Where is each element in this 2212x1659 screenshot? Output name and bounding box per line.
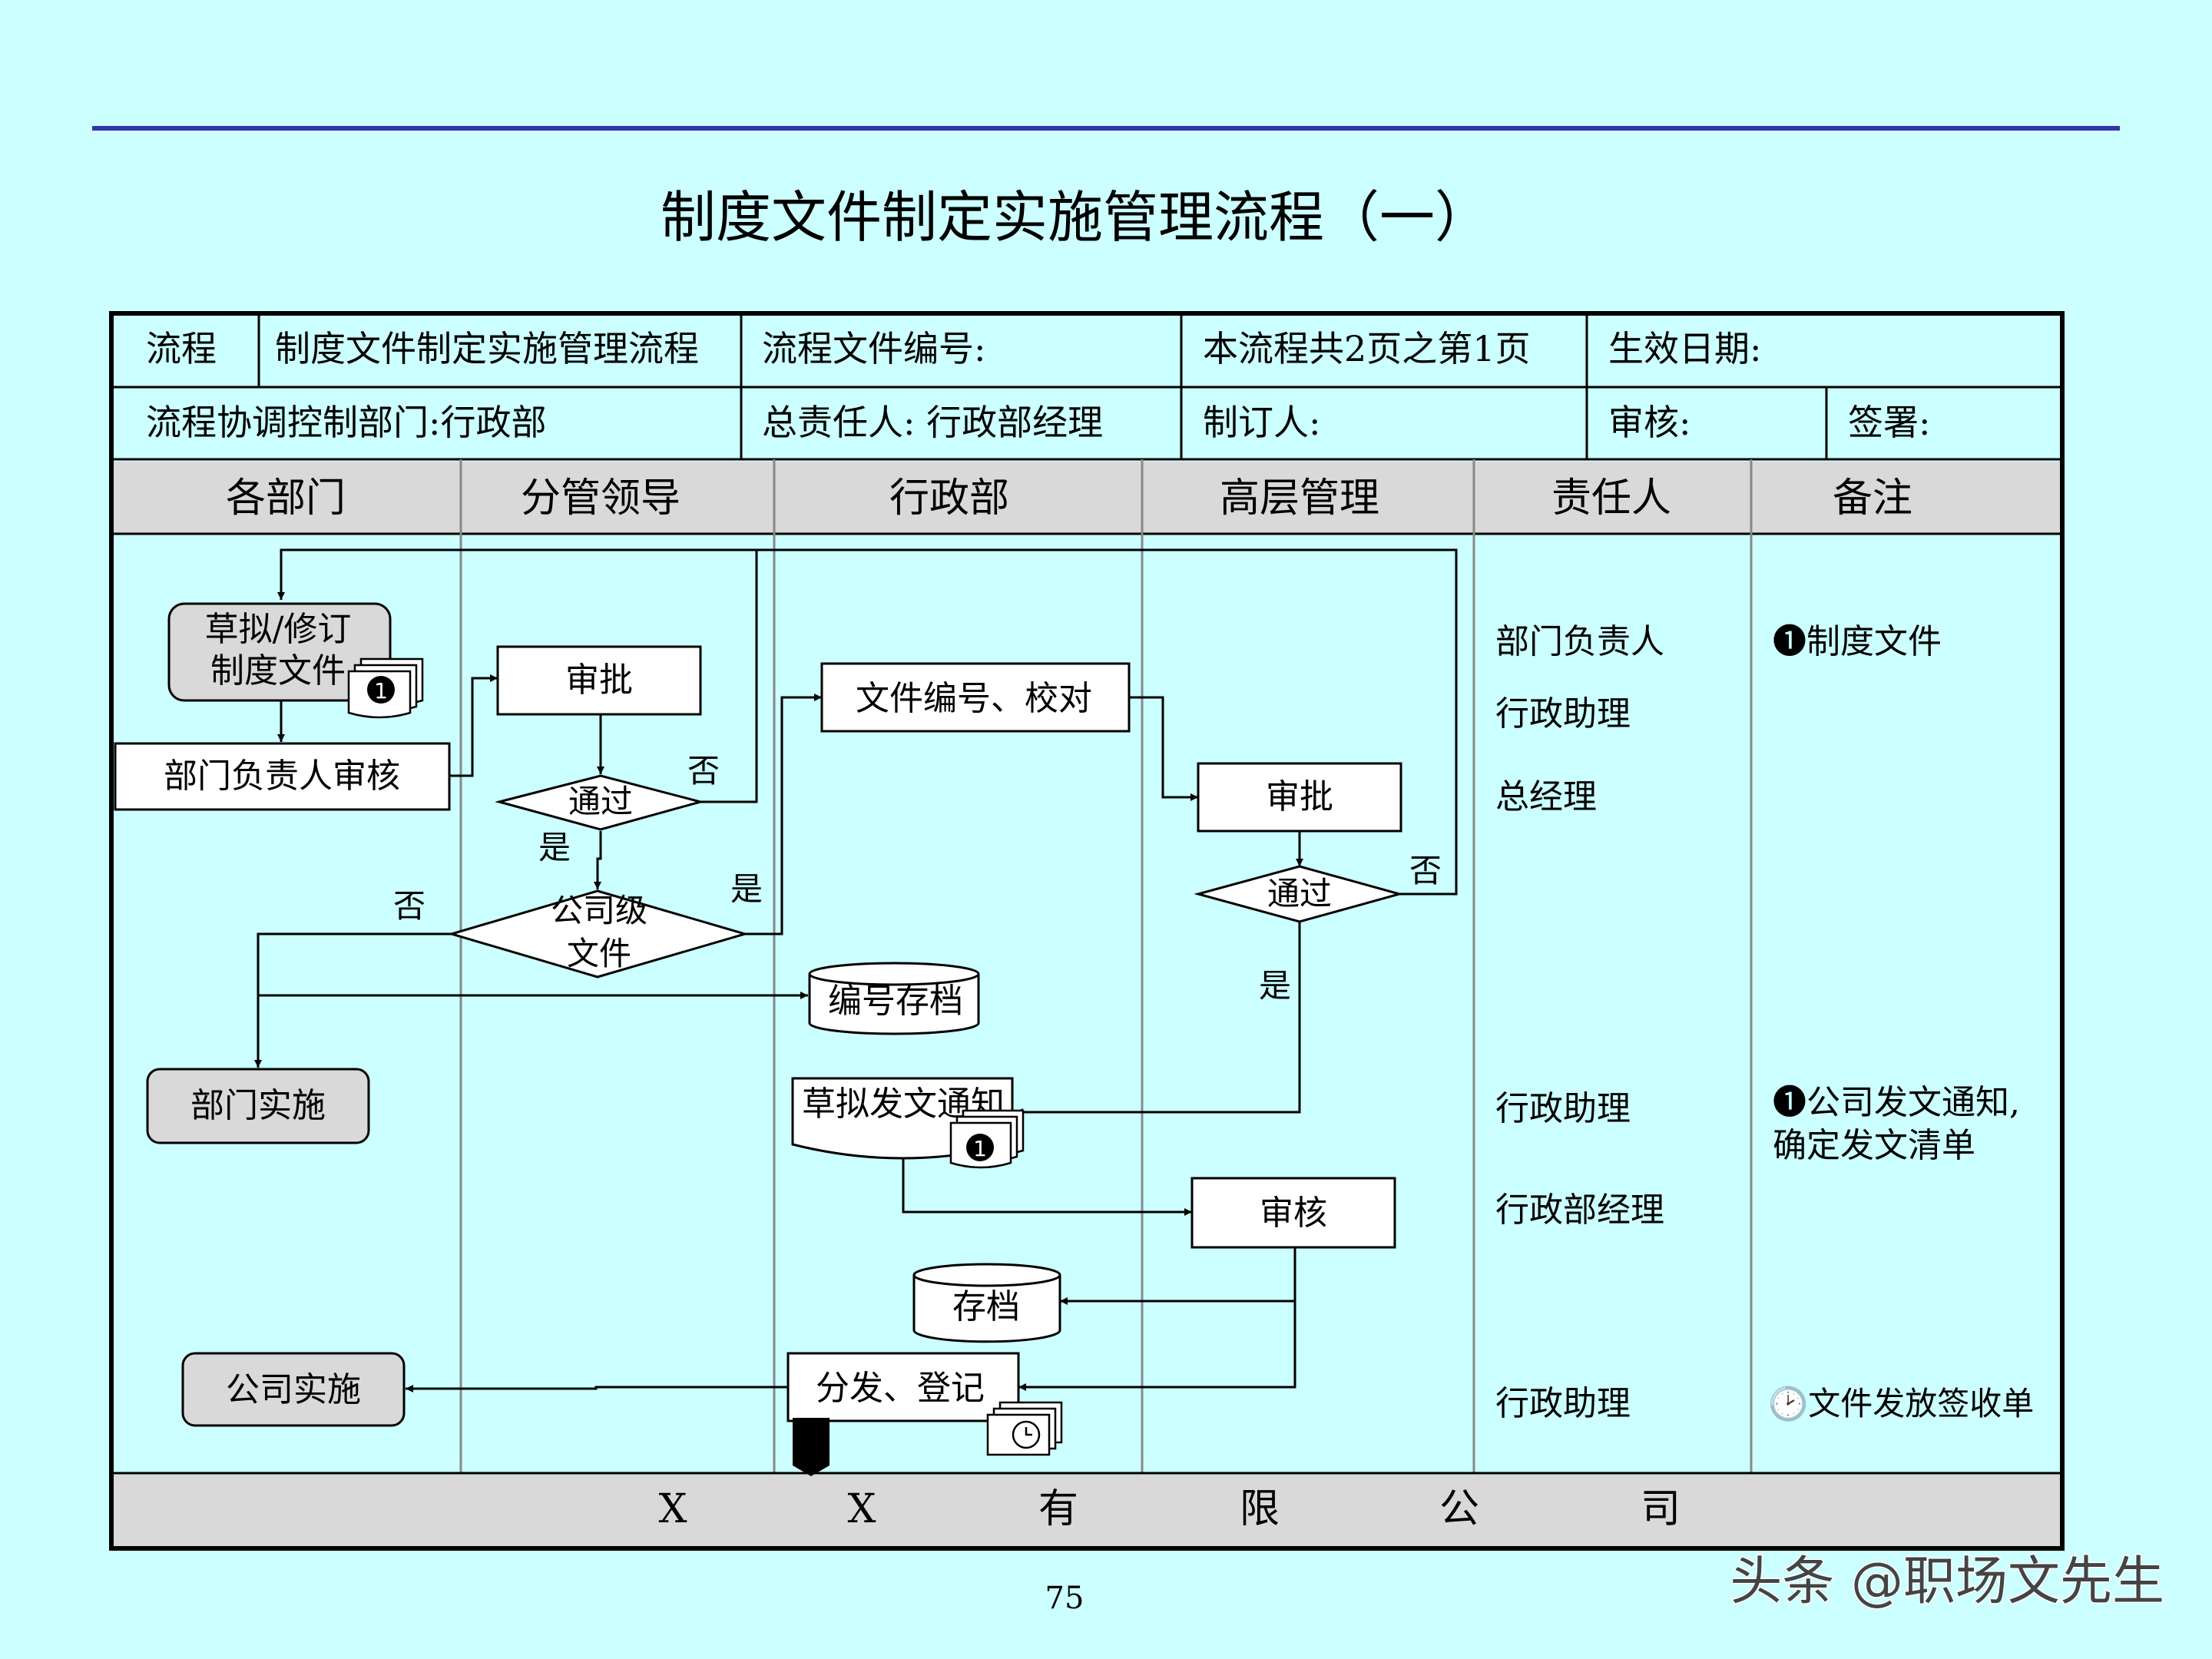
responsible-1: 部门负责人	[1495, 622, 1664, 661]
column-header-senior-mgmt: 高层管理	[1220, 475, 1379, 522]
header-coord-dept: 流程协调控制部门:行政部	[146, 402, 547, 443]
archive-cylinder	[912, 1263, 1061, 1343]
remark-2a: ❶公司发文通知,	[1773, 1083, 2020, 1122]
archive-number-cylinder	[808, 962, 980, 1035]
company-level-yes-label: 是	[730, 870, 763, 908]
company-level-no-label: 否	[393, 887, 426, 925]
footer-char-5: 公	[1439, 1486, 1479, 1532]
column-header-admin: 行政部	[889, 475, 1009, 522]
footer-char-6: 司	[1641, 1486, 1681, 1532]
company-level-diamond	[447, 889, 750, 979]
page-number: 75	[1045, 1581, 1084, 1616]
footer-char-2: X	[847, 1486, 876, 1532]
draft-box	[167, 602, 392, 702]
lane-separators	[459, 459, 1753, 1473]
column-header-departments: 各部门	[226, 475, 346, 522]
footer-band	[114, 1475, 2060, 1546]
approve1-box	[496, 645, 702, 716]
column-header-supervisor: 分管领导	[521, 475, 680, 522]
approve1-label: 审批	[565, 661, 633, 700]
header-doc-no-label: 流程文件编号:	[762, 328, 986, 369]
header-grid	[111, 313, 2062, 461]
dept-implement-box	[146, 1068, 370, 1144]
remark-3: 🕑文件发放签收单	[1768, 1385, 2034, 1422]
header-signer-label: 签署:	[1848, 402, 1931, 443]
header-owner: 总责任人: 行政部经理	[762, 402, 1103, 443]
column-header-responsible: 责任人	[1551, 475, 1671, 522]
responsible-5: 行政部经理	[1495, 1190, 1664, 1230]
review-label: 审核	[1260, 1194, 1327, 1233]
pass2-label: 通过	[1267, 875, 1332, 912]
approve2-label: 审批	[1266, 777, 1333, 816]
pass1-diamond	[495, 774, 705, 831]
draft-label-1: 草拟/修订	[205, 610, 352, 649]
draft-label-2: 制度文件	[210, 651, 346, 690]
footer-char-4: 限	[1240, 1486, 1280, 1532]
remark-2b: 确定发文清单	[1773, 1126, 1975, 1165]
responsible-6: 行政助理	[1495, 1384, 1631, 1423]
company-level-label-2: 文件	[567, 935, 631, 972]
header-reviewer-label: 审核:	[1608, 402, 1691, 443]
pass2-yes-label: 是	[1259, 967, 1291, 1005]
doc-marker-2-num: 1	[973, 1136, 987, 1161]
responsible-4: 行政助理	[1495, 1089, 1631, 1128]
doc-marker-1	[367, 676, 395, 704]
doc-marker-2	[966, 1134, 994, 1161]
watermark-text: 头条 @职场文先生	[1730, 1551, 2164, 1612]
footer-char-3: 有	[1038, 1486, 1078, 1532]
pass2-diamond	[1194, 865, 1404, 923]
pass1-no-label: 否	[687, 752, 720, 790]
responsible-2: 行政助理	[1495, 694, 1631, 733]
remark-1: ❶制度文件	[1773, 622, 1942, 661]
column-header-remarks: 备注	[1833, 475, 1912, 522]
off-page-connector	[793, 1418, 830, 1476]
pass1-yes-label: 是	[538, 829, 571, 866]
connectors	[254, 548, 1458, 1422]
company-level-label-1: 公司级	[551, 892, 647, 929]
numbering-box	[820, 662, 1131, 733]
company-implement-box	[181, 1352, 406, 1427]
dept-review-label: 部门负责人审核	[164, 757, 400, 796]
distribute-box	[786, 1352, 1020, 1422]
header-author-label: 制订人:	[1203, 402, 1321, 443]
pass1-label: 通过	[568, 783, 633, 820]
header-page-info: 本流程共2页之第1页	[1203, 328, 1531, 369]
top-rule	[92, 126, 2120, 131]
page-title: 制度文件制定实施管理流程（一）	[661, 185, 1490, 250]
dept-review-box	[114, 742, 451, 811]
footer-char-1: X	[658, 1486, 687, 1532]
responsible-3: 总经理	[1495, 777, 1597, 816]
dept-implement-label: 部门实施	[190, 1086, 326, 1125]
company-implement-label: 公司实施	[226, 1370, 361, 1409]
header-flow-label: 流程	[146, 328, 217, 369]
column-header-band	[114, 462, 2060, 533]
clock-doc-stack-icon	[986, 1401, 1063, 1456]
pass2-no-label: 否	[1409, 852, 1442, 889]
distribute-label: 分发、登记	[816, 1369, 985, 1408]
archive-label: 存档	[952, 1287, 1020, 1326]
doc-marker-1-num: 1	[374, 678, 388, 704]
header-effective-date-label: 生效日期:	[1608, 328, 1762, 369]
archive-number-label: 编号存档	[828, 982, 963, 1021]
frame	[109, 311, 2065, 1551]
numbering-label: 文件编号、校对	[856, 679, 1092, 718]
approve2-box	[1197, 762, 1402, 833]
review-box	[1190, 1177, 1396, 1249]
header-flow-name: 制度文件制定实施管理流程	[275, 328, 699, 369]
